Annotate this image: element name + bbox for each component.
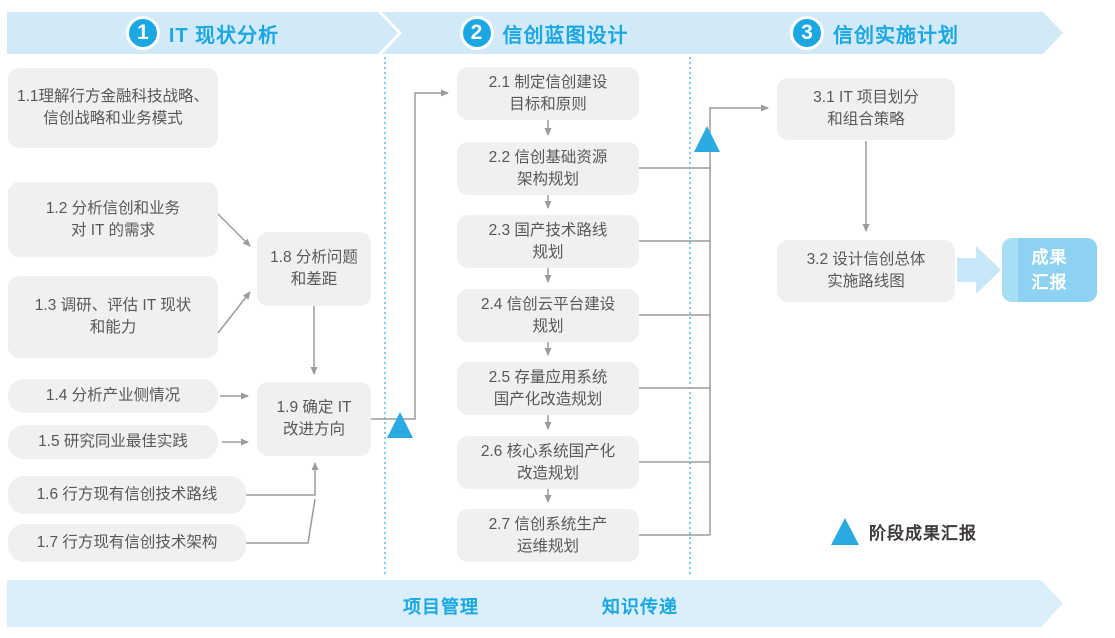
phase-title: 信创实施计划 xyxy=(833,24,959,47)
task-box-2-2: 2.2 信创基础资源 架构规划 xyxy=(457,142,639,195)
task-box-2-4: 2.4 信创云平台建设 规划 xyxy=(457,289,639,342)
task-box-1-7: 1.7 行方现有信创技术架构 xyxy=(8,524,246,562)
phase-header-1: 1 IT 现状分析 xyxy=(7,12,398,54)
legend-milestone-label: 阶段成果汇报 xyxy=(869,524,977,543)
task-box-1-9: 1.9 确定 IT 改进方向 xyxy=(257,382,371,456)
task-box-2-6: 2.6 核心系统国产化 改造规划 xyxy=(457,436,639,489)
task-box-1-2: 1.2 分析信创和业务 对 IT 的需求 xyxy=(8,182,218,257)
task-box-1-3: 1.3 调研、评估 IT 现状 和能力 xyxy=(8,276,218,358)
task-box-1-1: 1.1理解行方金融科技战略、 信创战略和业务模式 xyxy=(8,68,218,148)
phase-title: IT 现状分析 xyxy=(168,24,280,47)
footer-item-project-management: 项目管理 xyxy=(403,597,479,617)
arrow-1-6-to-1-9 xyxy=(246,462,319,496)
task-box-1-5: 1.5 研究同业最佳实践 xyxy=(8,425,218,459)
phase-number-badge: 2 xyxy=(460,16,494,50)
milestone-triangle-phase2 xyxy=(694,126,720,152)
footer-item-knowledge-transfer: 知识传递 xyxy=(602,597,678,617)
task-box-3-1: 3.1 IT 项目划分 和组合策略 xyxy=(777,78,955,140)
footer-band: 项目管理 知识传递 xyxy=(7,580,1063,627)
task-box-2-5: 2.5 存量应用系统 国产化改造规划 xyxy=(457,362,639,415)
task-box-2-7: 2.7 信创系统生产 运维规划 xyxy=(457,509,639,562)
task-box-2-1: 2.1 制定信创建设 目标和原则 xyxy=(457,67,639,120)
task-box-2-3: 2.3 国产技术路线 规划 xyxy=(457,215,639,268)
arrow-collector-to-3-1 xyxy=(709,104,769,535)
milestone-triangle-phase1 xyxy=(387,412,413,438)
task-box-1-6: 1.6 行方现有信创技术路线 xyxy=(8,476,246,514)
line-1-7-merge xyxy=(246,498,316,544)
task-box-1-8: 1.8 分析问题 和差距 xyxy=(257,232,371,306)
phase-title: 信创蓝图设计 xyxy=(502,24,629,47)
phase-number-badge: 3 xyxy=(790,16,824,50)
arrow-1-9-to-2-1 xyxy=(371,89,449,420)
phase-header-2: 2 信创蓝图设计 xyxy=(382,12,706,54)
arrow-1-3-to-1-8 xyxy=(217,291,251,334)
task-box-3-2: 3.2 设计信创总体 实施路线图 xyxy=(777,240,955,302)
result-report-box: 成果 汇报 xyxy=(1002,238,1097,302)
legend-triangle-icon xyxy=(831,518,859,545)
phase-header-3: 3 信创实施计划 xyxy=(686,12,1063,54)
fat-arrow-to-result xyxy=(957,246,1001,294)
arrow-1-2-to-1-8 xyxy=(217,213,251,247)
task-box-1-4: 1.4 分析产业侧情况 xyxy=(8,379,218,413)
phase-number-badge: 1 xyxy=(126,16,160,50)
